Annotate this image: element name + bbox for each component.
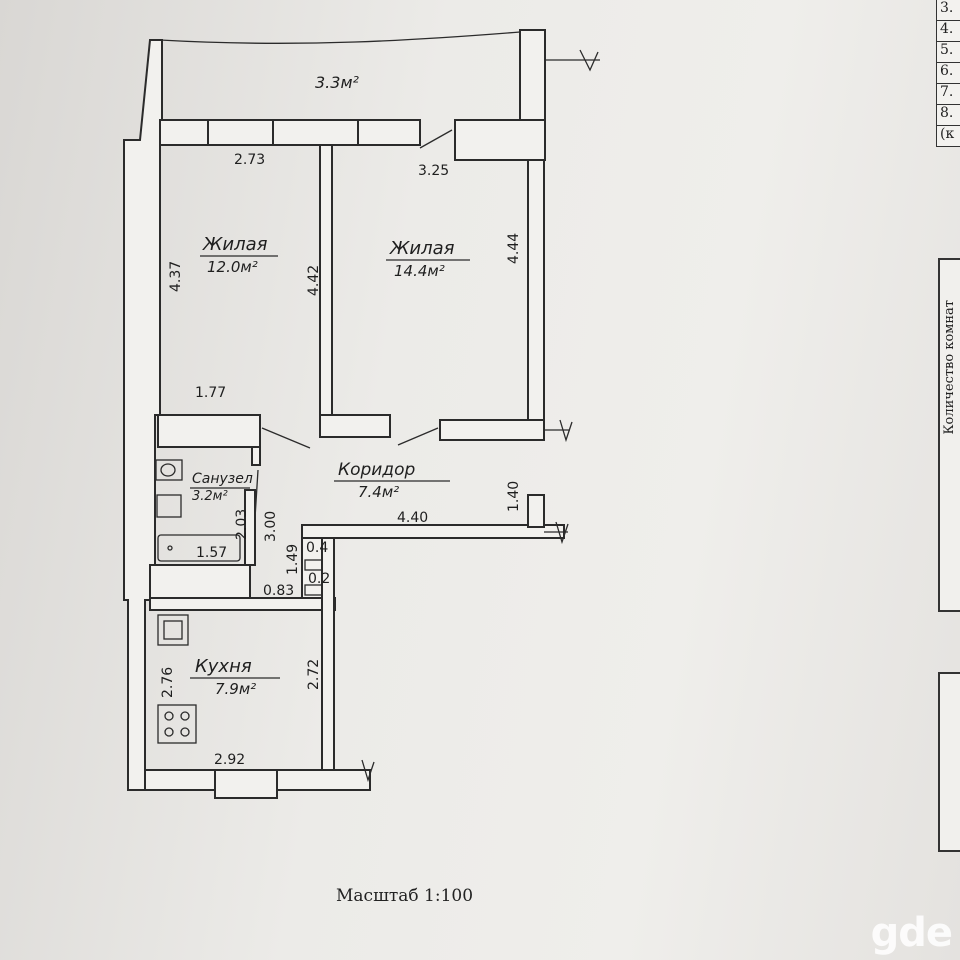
side-table-rooms [938, 258, 960, 612]
dim-living1-right: 4.42 [306, 265, 322, 296]
bathtub-drain-icon [167, 545, 173, 551]
dim-living1-height: 4.37 [168, 261, 184, 292]
outer-wall-left [123, 39, 163, 791]
burner-icon [180, 727, 190, 737]
side-vertical-header: Количество комнат [942, 300, 957, 435]
dim-niche-1: 1.49 [285, 544, 301, 575]
burner-icon [180, 711, 190, 721]
window-1 [207, 119, 274, 146]
balcony-door-swing [419, 129, 453, 149]
break-mark-kitchen [355, 759, 375, 783]
room-area-kitchen: 7.9м² [215, 680, 256, 698]
break-mark-bottom [544, 521, 569, 545]
side-row: 5. [936, 42, 960, 63]
room-area-corridor: 7.4м² [358, 483, 399, 501]
dim-tub-width: 1.57 [196, 545, 227, 561]
dim-niche-3: 0.2 [308, 571, 330, 587]
stove-icon [157, 704, 197, 744]
room-area-living2: 14.4м² [394, 262, 445, 280]
room-name-bathroom: Санузел [192, 471, 253, 487]
door-swing-1 [261, 427, 311, 449]
room-name-living2: Жилая [389, 238, 455, 259]
side-row: 7. [936, 84, 960, 105]
dim-kitchen-height: 2.76 [160, 667, 176, 698]
kitchen-sink-basin-icon [163, 620, 183, 640]
bathtub-icon [157, 534, 241, 562]
dim-hall-top: 1.77 [195, 385, 226, 401]
toilet-bowl-icon [160, 463, 176, 477]
dim-living1-width: 2.73 [234, 152, 265, 168]
bathroom-right-wall [244, 489, 256, 566]
scale-caption: Масштаб 1:100 [336, 886, 474, 906]
room-name-living1: Жилая [202, 234, 268, 255]
room-area-living1: 12.0м² [207, 258, 258, 276]
burner-icon [164, 711, 174, 721]
side-table-numbered: 3. 4. 5. 6. 7. 8. (к [936, 0, 960, 147]
room-name-kitchen: Кухня [195, 656, 252, 677]
dim-kitchen-right: 2.72 [306, 659, 322, 690]
kitchen-sink-icon [157, 614, 189, 646]
bathroom-top-wall [157, 414, 261, 448]
toilet-icon [155, 459, 183, 481]
window-3 [357, 119, 421, 146]
outer-wall-right [527, 159, 545, 441]
dim-niche-2: 0.4 [306, 540, 328, 556]
top-right-wall [454, 119, 546, 161]
living1-door-wall [319, 414, 391, 438]
bathroom-bottom-wall [149, 564, 251, 601]
window-2 [272, 119, 359, 146]
side-table-lower [938, 672, 960, 852]
break-mark-top [545, 49, 600, 72]
room-name-corridor: Коридор [338, 460, 415, 480]
kitchen-top-wall [149, 597, 336, 611]
living2-bottom-wall [439, 419, 545, 441]
balcony-area: 3.3м² [315, 73, 360, 92]
kitchen-window [214, 769, 278, 799]
dim-living2-height: 4.44 [506, 233, 522, 264]
dim-balcony-door: 3.25 [418, 163, 449, 179]
corridor-right-stub [527, 494, 545, 528]
dim-corridor-right: 1.40 [506, 481, 522, 512]
dim-bath-height: 2.03 [234, 509, 250, 540]
balcony-outline [159, 31, 521, 44]
side-row: 6. [936, 63, 960, 84]
dim-niche-4: 0.83 [263, 583, 294, 599]
dim-bath-right: 3.00 [263, 511, 279, 542]
door-swing-2 [397, 427, 439, 446]
side-row: 4. [936, 21, 960, 42]
side-row: 8. [936, 105, 960, 126]
burner-icon [164, 727, 174, 737]
dim-kitchen-width: 2.92 [214, 752, 245, 768]
side-row: 3. [936, 0, 960, 21]
break-mark-mid [544, 419, 573, 443]
side-row: (к [936, 126, 960, 147]
balcony-right-wall [519, 29, 546, 121]
corridor-bottom-wall [301, 524, 565, 539]
watermark-logo: gde [870, 910, 953, 956]
sink-icon [156, 494, 182, 518]
room-area-bathroom: 3.2м² [192, 489, 228, 504]
bathroom-door-jamb [251, 446, 261, 466]
dim-corridor-bottom: 4.40 [397, 510, 428, 526]
